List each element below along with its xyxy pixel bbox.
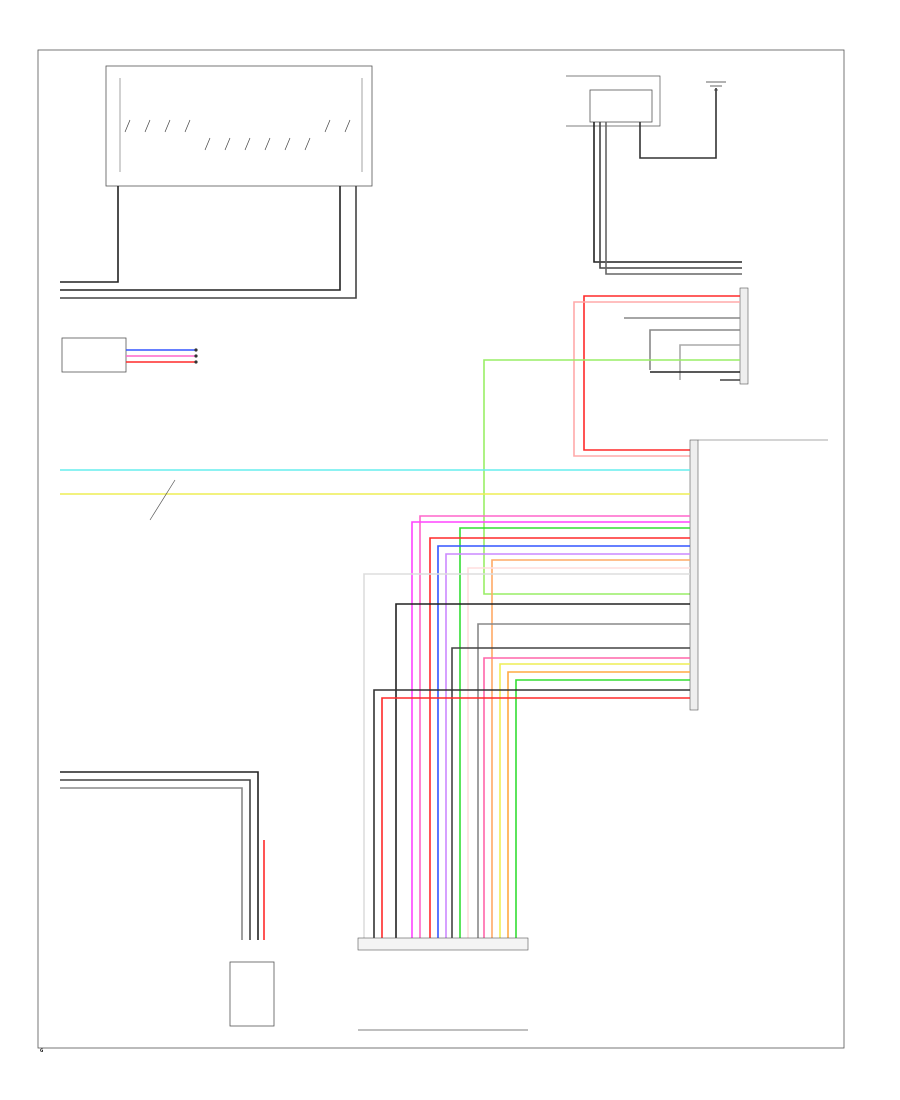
- steering-switch-box: [105, 65, 373, 187]
- wire-antenna-1: [593, 122, 742, 263]
- switch-symbol: [149, 479, 176, 521]
- wire-antenna-3: [605, 122, 742, 275]
- wire-audio-pink: [573, 301, 740, 457]
- wire-antenna-ground: [639, 88, 717, 159]
- microphone-area: [60, 771, 275, 1027]
- wire-mic-3: [60, 787, 243, 940]
- bottom-connector: [357, 937, 529, 951]
- antenna-ground-symbol: [706, 81, 726, 91]
- wire-audio-gray-3: [679, 344, 740, 380]
- ground-marker: G: [40, 1048, 43, 1053]
- switch-contacts: [124, 119, 351, 151]
- wire-mic-1: [60, 771, 259, 940]
- wire-audio-red: [583, 295, 740, 451]
- antenna-box: [589, 89, 653, 123]
- left-module-box: [61, 337, 127, 373]
- wire-switch-c: [60, 186, 357, 299]
- left-module: [61, 337, 198, 373]
- wire-switch-a: [60, 186, 119, 283]
- diagram-frame: [37, 49, 845, 1049]
- main-module-wires: [363, 515, 690, 940]
- wire-switch-b: [60, 186, 341, 291]
- audio-unit-connector: [483, 287, 749, 595]
- main-module: [689, 439, 828, 711]
- antenna-area: [566, 75, 742, 275]
- microphone-box: [229, 961, 275, 1027]
- wire-audio-gray-2: [649, 329, 740, 370]
- wire-audio-green: [483, 359, 740, 595]
- wire-mic-2: [60, 779, 251, 940]
- steering-switch-block: [60, 65, 373, 299]
- wire-antenna-2: [599, 122, 742, 269]
